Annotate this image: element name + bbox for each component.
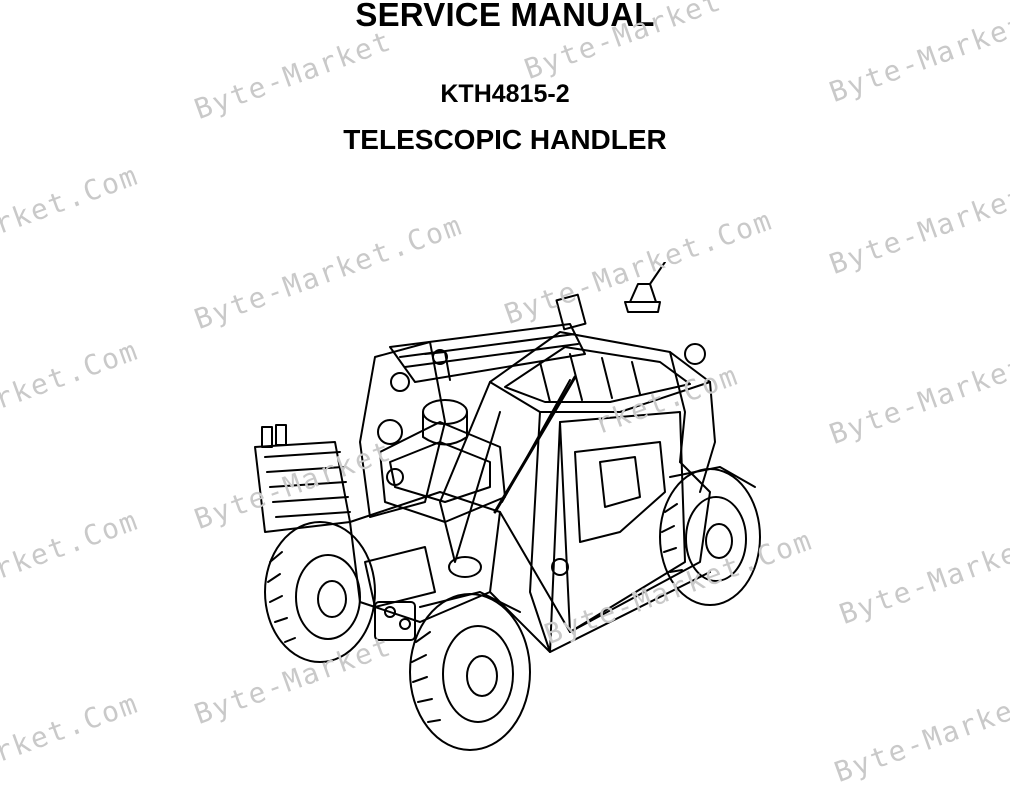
- boom-head: [359, 341, 446, 518]
- machine-description: TELESCOPIC HANDLER: [343, 124, 667, 155]
- rear-right-wheel: [659, 466, 761, 606]
- watermark-text: Byte-Market: [825, 179, 1010, 282]
- mirror-left: [555, 293, 587, 331]
- watermark-text: rket.Com: [0, 333, 144, 417]
- manual-title: SERVICE MANUAL: [355, 0, 655, 33]
- watermark-text: rket.Com: [0, 686, 144, 770]
- telescopic-handler-illustration: [254, 262, 761, 751]
- watermark-text: Byte-Market: [835, 529, 1010, 632]
- cab-pillar-front: [439, 381, 501, 563]
- headlight: [448, 556, 482, 578]
- cab-pillar-mid: [529, 411, 561, 653]
- cab-roof: [489, 331, 711, 413]
- boom: [389, 323, 586, 383]
- watermark-text: rket.Com: [0, 158, 144, 242]
- watermark-text: rket.Com: [0, 503, 144, 587]
- beacon: [629, 283, 657, 303]
- front-right-wheel: [409, 591, 531, 751]
- mirror-right: [684, 343, 706, 365]
- watermark-text: Byte-Market: [830, 687, 1010, 789]
- watermark-text: Byte-Market: [190, 24, 397, 127]
- model-number: KTH4815-2: [440, 80, 570, 108]
- cab-pillar-rear: [699, 381, 716, 493]
- front-left-wheel: [264, 521, 376, 663]
- front-chassis: [349, 491, 501, 623]
- watermark-text: Byte-Market: [825, 349, 1010, 452]
